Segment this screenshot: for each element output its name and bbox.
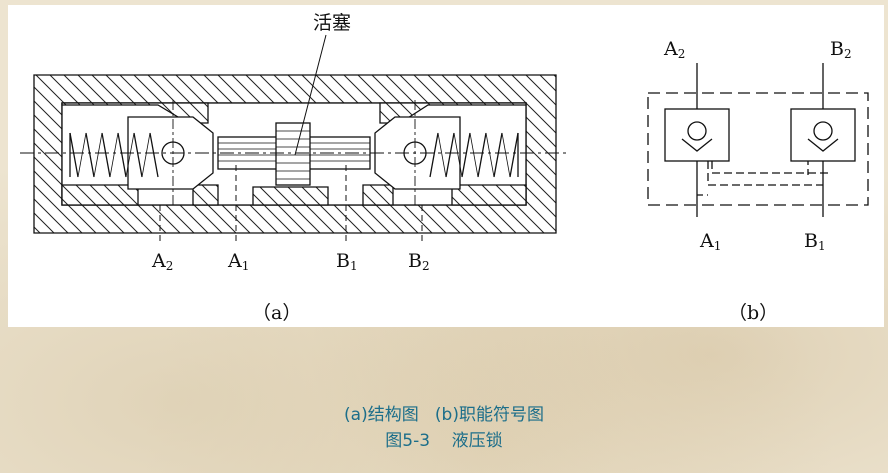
caption-line-1: (a)结构图 (b)职能符号图	[344, 405, 544, 425]
port-label-b1: B1	[336, 250, 358, 273]
structure-drawing	[20, 34, 568, 243]
port-label-b2: B2	[408, 250, 430, 273]
port-label-a1: A1	[227, 250, 249, 273]
hydraulic-lock-diagram: 活塞 A2 A1 B1 B2 （a） A2 B2 A1 B1 （b）	[20, 12, 869, 324]
caption-line-2: 图5-3 液压锁	[385, 431, 503, 451]
piston-leader	[294, 34, 327, 156]
figure-b-label: （b）	[728, 302, 778, 324]
piston-label: 活塞	[313, 12, 351, 34]
symbol-port-b2: B2	[830, 38, 852, 61]
port-passages	[159, 165, 423, 243]
piston-head	[275, 122, 311, 186]
left-spring	[69, 132, 159, 178]
symbol-port-a1: A1	[699, 230, 721, 253]
symbol-drawing	[647, 63, 869, 217]
symbol-enclosure	[647, 92, 869, 206]
symbol-port-a2: A2	[663, 38, 685, 61]
port-label-a2: A2	[151, 250, 173, 273]
figure-a-label: （a）	[252, 302, 301, 324]
right-spring	[429, 132, 519, 178]
pilot-lines	[707, 161, 829, 186]
symbol-port-b1: B1	[804, 230, 826, 253]
